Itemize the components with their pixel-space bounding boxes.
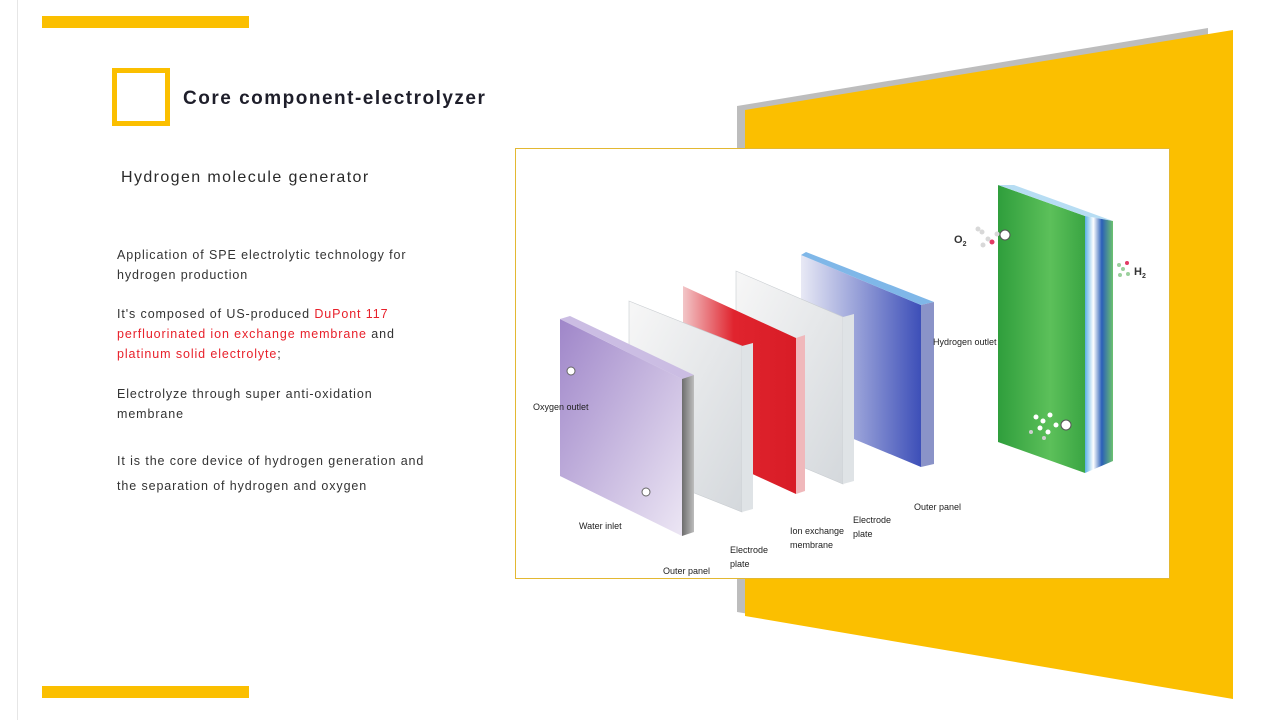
oxygen-molecules-icon — [975, 226, 1000, 248]
outer-panel-purple — [560, 316, 694, 536]
label-water-inlet: Water inlet — [579, 521, 622, 531]
label-o2: O2 — [954, 234, 967, 248]
label-outer-panel-2: Outer panel — [914, 502, 961, 512]
paragraph-line: Application of SPE electrolytic technolo… — [117, 248, 407, 262]
oxygen-port-icon — [566, 366, 576, 376]
bottom-accent-bar — [42, 686, 249, 698]
water-port-icon — [641, 487, 651, 497]
highlight-text: perfluorinated ion exchange membrane — [117, 327, 367, 341]
paragraph-line: membrane — [117, 407, 184, 421]
label-electrode-plate-1: Electrode — [730, 545, 768, 555]
paragraph-membrane: Electrolyze through super anti-oxidation… — [117, 384, 487, 424]
electrolyzer-diagram-svg: Oxygen outlet Water inlet Outer panel El… — [533, 185, 1146, 576]
text-span: and — [366, 327, 395, 341]
paragraph-line: Electrolyze through super anti-oxidation — [117, 387, 373, 401]
page-title: Core component-electrolyzer — [183, 88, 487, 109]
left-divider — [17, 0, 18, 720]
paragraph-line: It is the core device of hydrogen genera… — [117, 454, 425, 468]
page-subtitle: Hydrogen molecule generator — [121, 169, 370, 186]
label-ion-exchange: Ion exchange — [790, 526, 844, 536]
square-outline-icon — [112, 68, 170, 126]
paragraph-spe: Application of SPE electrolytic technolo… — [117, 245, 487, 285]
assembled-electrolyzer — [998, 185, 1113, 473]
water-molecules-icon — [1029, 412, 1059, 440]
label-h2: H2 — [1134, 266, 1146, 280]
hydrogen-molecules-icon — [1117, 261, 1130, 277]
label-oxygen-outlet: Oxygen outlet — [533, 402, 589, 412]
paragraph-core-device: It is the core device of hydrogen genera… — [117, 449, 487, 499]
label-ion-exchange-line2: membrane — [790, 540, 833, 550]
paragraph-line: hydrogen production — [117, 268, 249, 282]
text-span: It's composed of US-produced — [117, 307, 315, 321]
highlight-text: DuPont 117 — [314, 307, 389, 321]
highlight-text: platinum solid electrolyte — [117, 347, 278, 361]
o2-subscript: 2 — [963, 241, 967, 248]
paragraph-composition: It's composed of US-produced DuPont 117 … — [117, 304, 487, 364]
paragraph-line: platinum solid electrolyte; — [117, 344, 487, 364]
water-port-icon — [1060, 419, 1072, 431]
label-electrode-plate-2: Electrode — [853, 515, 891, 525]
label-electrode-plate-2-line2: plate — [853, 529, 873, 539]
electrolyzer-diagram: Oxygen outlet Water inlet Outer panel El… — [515, 148, 1170, 579]
top-accent-bar — [42, 16, 249, 28]
label-hydrogen-outlet: Hydrogen outlet — [933, 337, 997, 347]
label-outer-panel-1: Outer panel — [663, 566, 710, 576]
oxygen-port-icon — [999, 229, 1011, 241]
o2-symbol: O — [954, 234, 963, 246]
h2-subscript: 2 — [1142, 273, 1146, 280]
paragraph-line: the separation of hydrogen and oxygen — [117, 479, 368, 493]
label-electrode-plate-1-line2: plate — [730, 559, 750, 569]
text-span: ; — [277, 347, 282, 361]
h2-symbol: H — [1134, 266, 1142, 278]
paragraph-line: It's composed of US-produced DuPont 117 — [117, 304, 487, 324]
paragraph-line: perfluorinated ion exchange membrane and — [117, 324, 487, 344]
